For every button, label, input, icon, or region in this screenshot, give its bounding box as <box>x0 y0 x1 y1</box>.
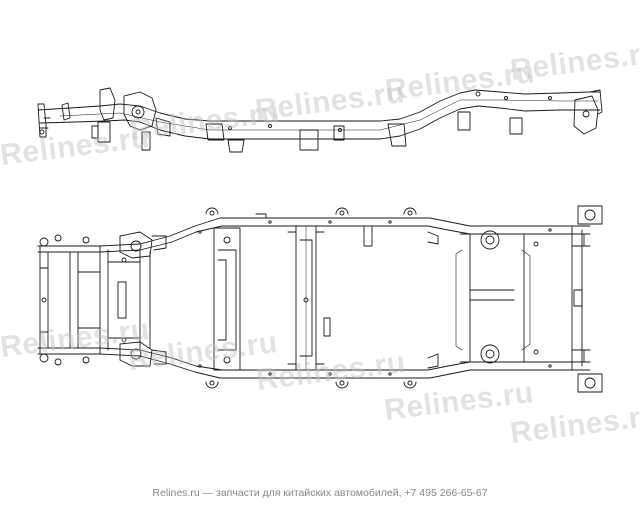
frame-side-view <box>37 87 603 153</box>
rear-cross-member-a <box>459 233 471 363</box>
rear-end-plate-upper <box>577 205 603 225</box>
top-left-rail-outer <box>37 217 591 247</box>
center-cross-member <box>295 225 317 371</box>
rear-cross-member <box>571 225 583 371</box>
rear-end-plate-lower <box>577 373 603 393</box>
side-engine-mount <box>123 91 157 131</box>
top-left-rail-inner <box>37 225 591 253</box>
side-rear-mount <box>573 95 599 135</box>
rear-spring-mount-left <box>480 230 500 250</box>
frame-top-view <box>37 205 603 393</box>
side-front-tower <box>99 87 116 121</box>
front-lower-mount <box>119 341 153 367</box>
footer-site-link[interactable]: Relines.ru <box>152 487 200 499</box>
footer-text: — запчасти для китайских автомобилей, +7… <box>199 487 488 499</box>
front-upper-mount <box>119 231 153 259</box>
front-cross-member <box>39 245 49 355</box>
transmission-cross-member <box>213 227 241 371</box>
side-rail-upper <box>37 89 601 122</box>
rear-spring-mount-right <box>480 344 500 364</box>
top-right-rail-inner <box>37 347 591 371</box>
side-front-bracket <box>37 103 47 138</box>
footer-caption: Relines.ru — запчасти для китайских авто… <box>0 487 640 499</box>
top-right-rail-outer <box>37 353 591 379</box>
